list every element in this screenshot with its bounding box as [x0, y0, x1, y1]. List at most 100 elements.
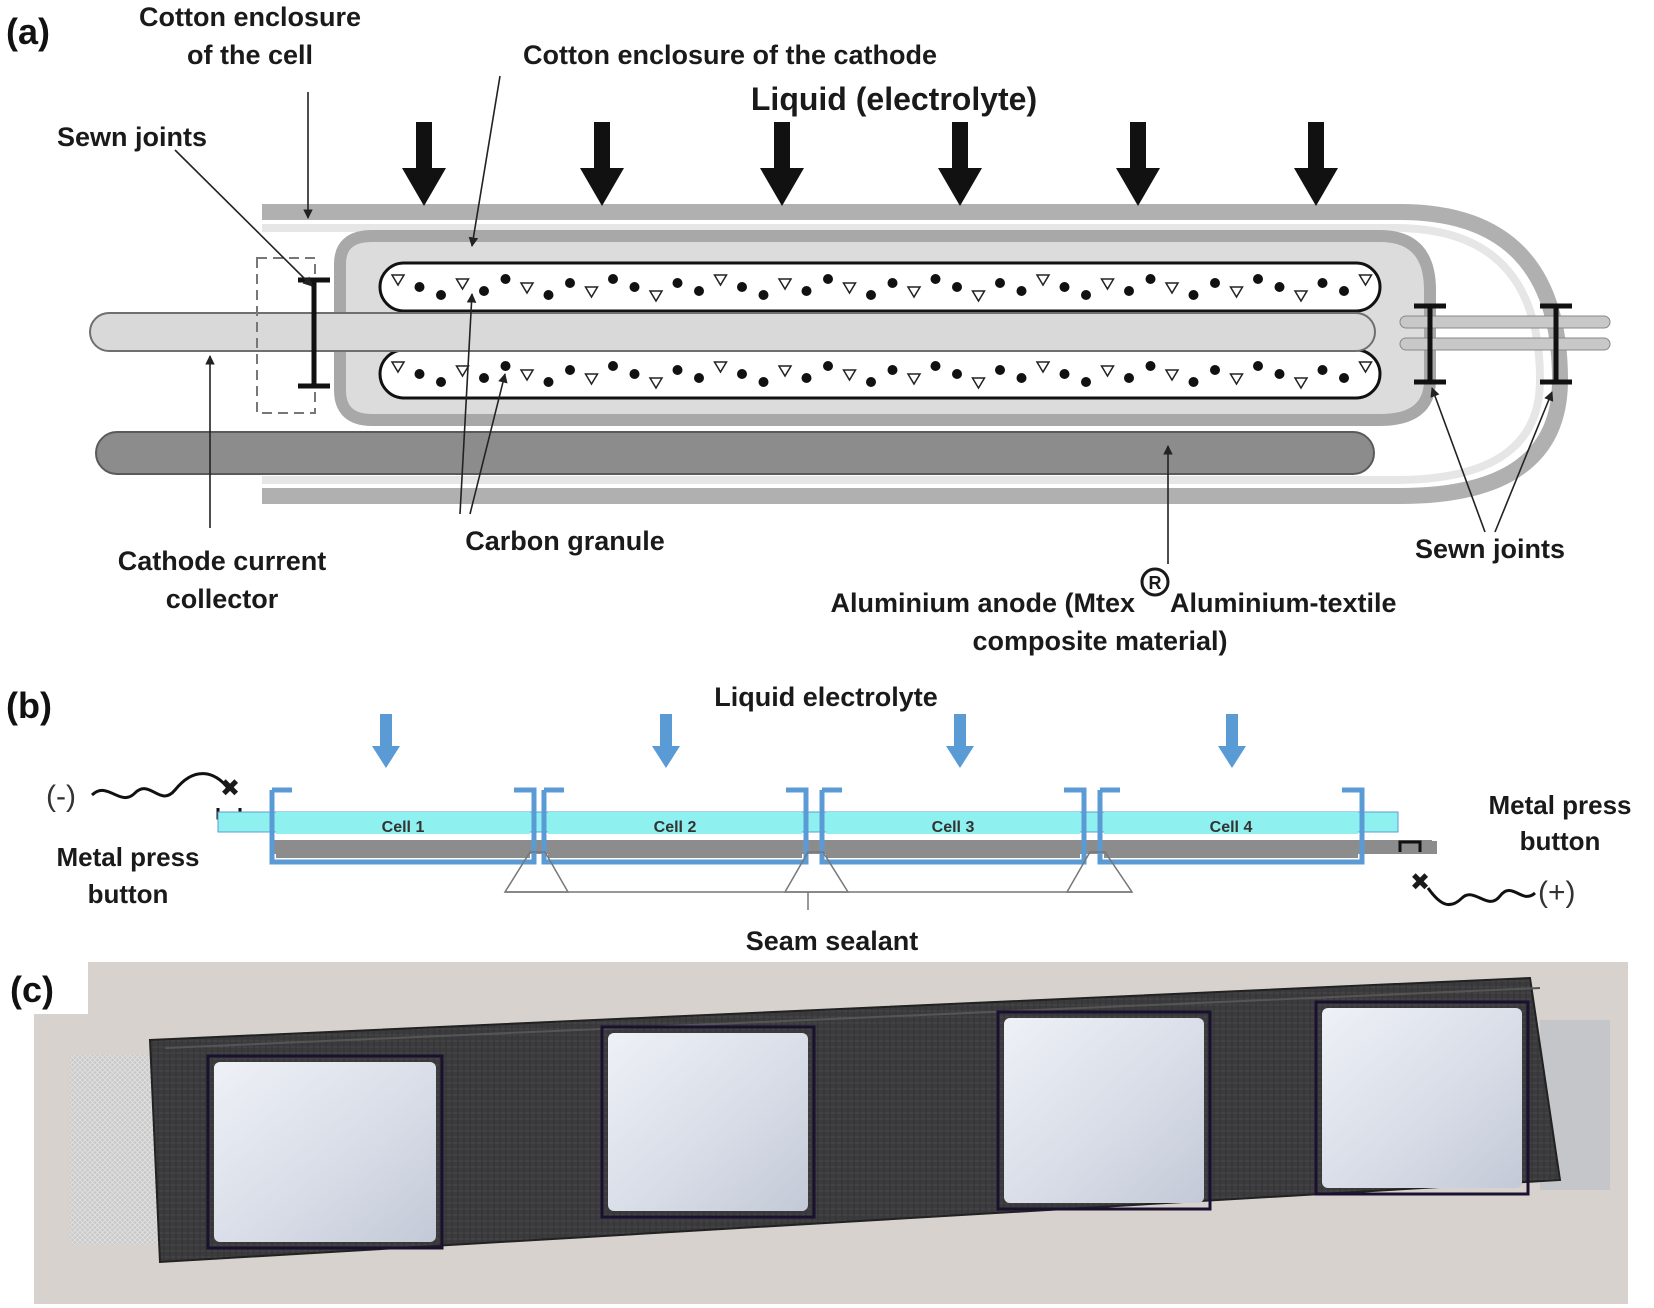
label-liquid-electrolyte-a: Liquid (electrolyte) [751, 81, 1037, 117]
panel-a: (a) [6, 2, 1611, 656]
carbon-granule [952, 369, 962, 379]
sewn-joint-right-1 [1414, 303, 1446, 385]
carbon-granule [737, 282, 747, 292]
down-arrow-icon [946, 714, 974, 768]
carbon-granule [758, 377, 769, 387]
wire-joint-left-icon: ✖ [220, 775, 240, 802]
carbon-granule [1124, 286, 1134, 296]
carbon-granule [823, 274, 833, 284]
positive-wire [1426, 887, 1537, 907]
carbon-granule [1081, 377, 1091, 387]
carbon-granule [479, 373, 489, 383]
carbon-granule [414, 282, 425, 292]
electrolyte-arrows-a [402, 122, 1338, 206]
granule-triangle [1100, 278, 1115, 291]
granule-triangle [584, 286, 599, 299]
carbon-granule [629, 282, 640, 292]
pouch-stitch [1314, 1000, 1530, 1196]
registered-mark-letter: R [1149, 573, 1162, 593]
carbon-granule [1145, 361, 1156, 371]
granule-triangle [906, 286, 922, 299]
granule-triangle [1293, 377, 1309, 390]
label-cotton-cell-2: of the cell [187, 40, 313, 70]
granule-triangle [1229, 373, 1244, 386]
registered-mark-icon [1140, 567, 1170, 597]
carbon-granule [952, 282, 962, 292]
seam-sealant-lines [503, 851, 1134, 910]
carbon-granule [672, 365, 683, 375]
granule-compartment-top [378, 261, 1382, 313]
cell-anode [548, 840, 802, 858]
granule-triangle [906, 373, 922, 386]
carbon-granule [801, 286, 812, 296]
carbon-granule [500, 361, 511, 371]
carbon-granule [995, 365, 1005, 375]
negative-terminal: (-) [46, 780, 76, 813]
label-anode-1b: Aluminium-textile [1170, 588, 1397, 618]
carbon-granule [1274, 282, 1285, 292]
granule-triangle [1035, 274, 1051, 287]
down-arrow-icon [652, 714, 680, 768]
carbon-granule [479, 286, 489, 296]
panel-label-c-bg [0, 962, 88, 1014]
panel-c: (c) [0, 962, 1628, 1304]
carbon-granule [694, 286, 704, 296]
granule-triangle [1229, 286, 1244, 299]
carbon-granule [436, 290, 446, 300]
down-arrow-icon [580, 122, 624, 206]
carbon-granule [1274, 369, 1285, 379]
label-anode-1a: Aluminium anode (Mtex [830, 588, 1135, 618]
carbon-granule [608, 361, 618, 371]
wire-joint-right-icon: ✖ [1410, 869, 1430, 896]
label-cotton-cell-1: Cotton enclosure [139, 2, 361, 32]
cell-pouch [1004, 1018, 1204, 1203]
carbon-granule [1339, 286, 1349, 296]
carbon-granule [887, 365, 898, 375]
cell-1: Cell 1 [269, 787, 537, 865]
carbon-granule [758, 290, 769, 300]
granule-triangle [1164, 369, 1180, 382]
granule-triangle [1293, 290, 1309, 303]
granule-triangle [713, 274, 728, 287]
pouch-stitch [996, 1010, 1212, 1211]
panel-label-a: (a) [6, 11, 50, 52]
carbon-granule [694, 373, 704, 383]
granule-triangle [842, 282, 857, 295]
carbon-granule [1188, 290, 1199, 300]
label-press-button-right-1: Metal press [1488, 790, 1631, 820]
granule-triangle [777, 365, 793, 378]
granule-triangle [1164, 282, 1180, 295]
panel-label-c: (c) [10, 969, 54, 1010]
carbon-granule [1016, 373, 1027, 383]
label-carbon-granule: Carbon granule [465, 526, 665, 556]
carbon-granule [608, 274, 618, 284]
granule-triangle [455, 278, 470, 291]
cell-anode [1104, 840, 1358, 858]
carbon-granule [414, 369, 425, 379]
granule-triangle [455, 365, 470, 378]
cell-label: Cell 2 [654, 819, 697, 836]
carbon-granule [1081, 290, 1091, 300]
carbon-granule [1016, 286, 1027, 296]
panel-b: (b) Liquid electrolyte (-) ✖ Metal press… [6, 682, 1632, 956]
granule-triangle [519, 282, 535, 295]
carbon-granule [930, 361, 941, 371]
label-press-button-right-2: button [1520, 826, 1601, 856]
carbon-granule [1253, 274, 1263, 284]
granule-triangle [1035, 361, 1051, 374]
carbon-granule [930, 274, 941, 284]
cell-electrolyte [1104, 812, 1358, 834]
carbon-granule [1317, 365, 1328, 375]
sewn-joint-right-2 [1540, 303, 1572, 385]
granule-triangle [777, 278, 793, 291]
press-button-right-icon [1398, 840, 1422, 852]
granule-triangle [390, 361, 406, 374]
carbon-granule [1210, 365, 1220, 375]
carbon-granule [887, 278, 898, 288]
carbon-granule [1124, 373, 1134, 383]
cell-pouches [206, 1000, 1530, 1250]
cell-label: Cell 1 [382, 819, 425, 836]
cell-frame [269, 787, 537, 865]
